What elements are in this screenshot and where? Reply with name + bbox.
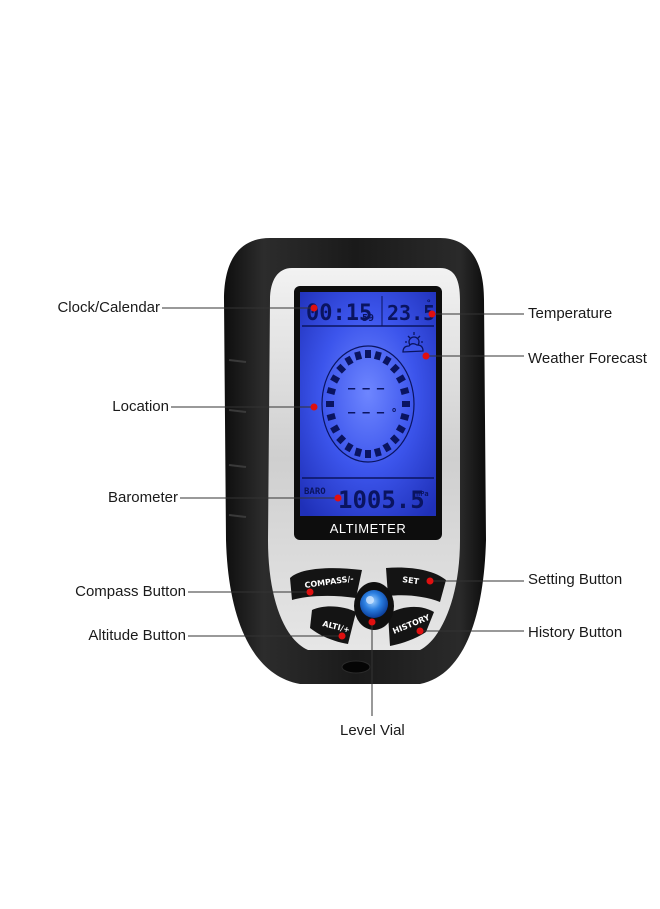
compass-segment: [354, 351, 363, 361]
compass-segment: [373, 447, 382, 457]
lcd-pressure-unit: hPa: [416, 490, 429, 498]
compass-segment: [354, 447, 363, 457]
callout-history-button: History Button: [528, 624, 623, 641]
lcd-temp-unit: °: [426, 299, 431, 309]
callout-setting-button: Setting Button: [528, 571, 623, 588]
compass-segment: [326, 413, 336, 421]
compass-segment: [389, 434, 400, 445]
lcd-baro-label: BARO: [304, 487, 326, 497]
weather-sun-cloud-icon: [402, 332, 424, 353]
compass-segment: [344, 442, 354, 453]
leader-lines: [162, 307, 524, 716]
compass-segment: [330, 424, 341, 434]
compass-segment: [326, 401, 334, 407]
brand-label: ALTIMETER: [330, 521, 407, 536]
lcd-dash-top: – – –: [348, 381, 385, 395]
compass-segment: [395, 424, 406, 434]
lanyard-hole: [341, 660, 371, 674]
compass-segment: [395, 374, 406, 384]
lcd-temperature: 23.5: [387, 301, 435, 325]
compass-segment: [382, 442, 392, 453]
lcd-dash-mid: – – –: [348, 405, 385, 419]
callout-location: Location: [112, 398, 169, 415]
compass-segment: [400, 413, 410, 421]
compass-segment: [400, 387, 410, 395]
level-vial-icon: [354, 582, 394, 630]
compass-segment: [326, 387, 336, 395]
grip-ridges: [228, 359, 247, 518]
lcd-seconds: 59: [362, 313, 374, 324]
lcd-pressure: 1005.5: [338, 486, 425, 514]
callout-markers: [306, 304, 436, 640]
compass-button[interactable]: COMPASS/-: [290, 568, 362, 600]
compass-segment: [330, 374, 341, 384]
lcd-time: 00:15: [306, 301, 372, 326]
compass-segment: [336, 434, 347, 445]
compass-segment: [365, 350, 371, 358]
compass-segment: [402, 401, 410, 407]
set-button[interactable]: SET: [386, 567, 446, 603]
callout-compass-button: Compass Button: [75, 583, 186, 600]
callout-temperature: Temperature: [528, 305, 613, 322]
callout-weather-forecast: Weather Forecast: [528, 350, 647, 367]
callout-barometer: Barometer: [107, 489, 178, 506]
compass-segment: [365, 450, 371, 458]
compass-ring: [321, 345, 415, 463]
compass-segment: [344, 355, 354, 366]
compass-segment: [382, 355, 392, 366]
compass-segment: [373, 351, 382, 361]
compass-segment: [389, 363, 400, 374]
callout-altitude-button: Altitude Button: [88, 627, 186, 644]
compass-segment: [336, 363, 347, 374]
set-button-label: SET: [402, 575, 420, 586]
compass-outline: [321, 345, 415, 463]
callout-level-vial: Level Vial: [340, 722, 405, 739]
lcd-degree: o: [392, 406, 396, 414]
callout-clock-calendar: Clock/Calendar: [57, 299, 160, 316]
